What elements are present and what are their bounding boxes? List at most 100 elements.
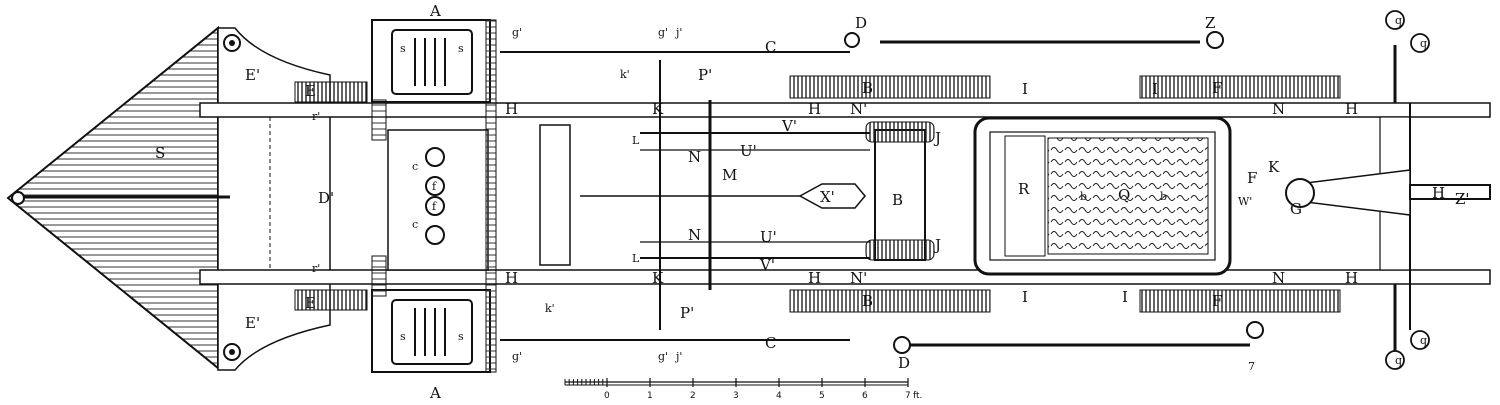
scale-tick-label: 0 [604,391,610,401]
label-K-rear: K [1268,158,1280,176]
scale-tick-label: 1 [647,391,653,401]
label-c-2: c [412,218,418,231]
label-D-bottom: D [898,354,910,372]
label-N-prime-top: N' [850,100,867,118]
label-V-prime-top: V' [781,117,797,135]
label-H-2: H [808,100,821,118]
label-B-center: B [892,191,903,209]
label-s-3: s [400,330,406,343]
label-P-prime-top: P' [698,66,712,84]
label-j-prime-bottom: j' [674,350,682,363]
label-P-prime-bottom: P' [680,304,694,322]
label-s-1: s [400,42,406,55]
label-E-top: E [305,82,316,100]
label-D-top: D [855,14,867,32]
label-Q: Q [1118,186,1130,204]
label-N-prime-bottom: N' [850,269,867,287]
wheels [294,75,1341,313]
label-s-2: s [458,42,464,55]
label-q-prime-4: q' [1395,354,1405,367]
label-g-prime-1: g' [512,26,522,39]
label-W-prime: W' [1238,195,1252,208]
label-K-bottom: K [652,269,664,287]
label-E-prime-top: E' [245,66,260,84]
label-r-prime-top: r' [312,110,320,123]
label-G: G [1290,200,1302,218]
scale-tick-label: 5 [819,391,825,401]
label-g-prime-2: g' [658,26,668,39]
label-R: R [1018,180,1030,198]
label-7: 7 [1248,360,1255,373]
label-H-5: H [808,269,821,287]
label-B-bottom: B [862,292,873,310]
label-H-rear: H [1432,184,1445,202]
rear-coupling [1285,10,1491,370]
label-C-bottom: C [765,334,776,352]
label-Z: Z [1205,14,1215,32]
label-E-bottom: E [305,294,316,312]
label-N-3: N [688,226,701,244]
label-X-prime: X' [820,188,835,206]
label-q-prime-2: q' [1420,37,1430,50]
label-b-2: b [1160,190,1167,203]
scale-tick-label: 4 [776,391,782,401]
label-F-bottom: F [1212,292,1222,310]
label-J-bottom: J [933,236,941,254]
label-A-bottom: A [429,384,441,402]
label-L-top: L [632,134,640,147]
label-S: S [155,144,165,162]
label-g-prime-4: g' [658,350,668,363]
label-k-prime-top: k' [620,68,630,81]
label-A-top: A [429,2,441,20]
label-E-prime-bottom: E' [245,314,260,332]
label-N-2: N [688,148,701,166]
label-U-prime-top: U' [740,142,757,160]
label-b-1: b [1080,190,1087,203]
label-J-top: J [933,129,941,147]
label-H-3: H [1345,100,1358,118]
label-F-top: F [1212,79,1222,97]
label-q-prime-3: q' [1420,334,1430,347]
scale-tick-label: 7 [905,391,911,401]
label-L-bottom: L [632,252,640,265]
label-K-top: K [652,100,664,118]
label-N-4: N [1272,269,1285,287]
boiler-box [973,116,1232,276]
scale-tick-label: 6 [862,391,868,401]
label-I-1: I [1022,80,1028,98]
label-H-4: H [505,269,518,287]
label-F-center: F [1247,169,1257,187]
label-D-prime: D' [318,189,334,207]
drawing-labels: A A S D' E' E' E E H H H H H H C C D D Z… [155,2,1470,402]
label-s-4: s [458,330,464,343]
driving-axle [539,121,935,266]
front-apron [6,25,331,371]
scale-tick-label: 2 [690,391,696,401]
label-r-prime-bottom: r' [312,262,320,275]
cylinder-block [371,19,497,373]
label-U-prime-bottom: U' [760,228,777,246]
label-c-1: c [412,160,418,173]
scale-tick-label: 3 [733,391,739,401]
label-q-prime-1: q' [1395,14,1405,27]
label-V-prime-bottom: V' [759,256,775,274]
label-I-4: I [1122,288,1128,306]
label-B-top: B [862,79,873,97]
label-H-1: H [505,100,518,118]
label-I-2: I [1152,80,1158,98]
label-Z-prime: Z' [1455,190,1470,208]
label-f-1: f [432,180,437,193]
label-k-prime-bottom: k' [545,302,555,315]
scale-unit: ft. [913,391,922,401]
label-f-2: f [432,200,437,213]
label-N-1: N [1272,100,1285,118]
label-g-prime-3: g' [512,350,522,363]
connecting-rods [500,31,1264,354]
label-H-6: H [1345,269,1358,287]
label-j-prime-top: j' [674,26,682,39]
label-C-top: C [765,38,776,56]
label-I-3: I [1022,288,1028,306]
label-M: M [722,166,737,184]
